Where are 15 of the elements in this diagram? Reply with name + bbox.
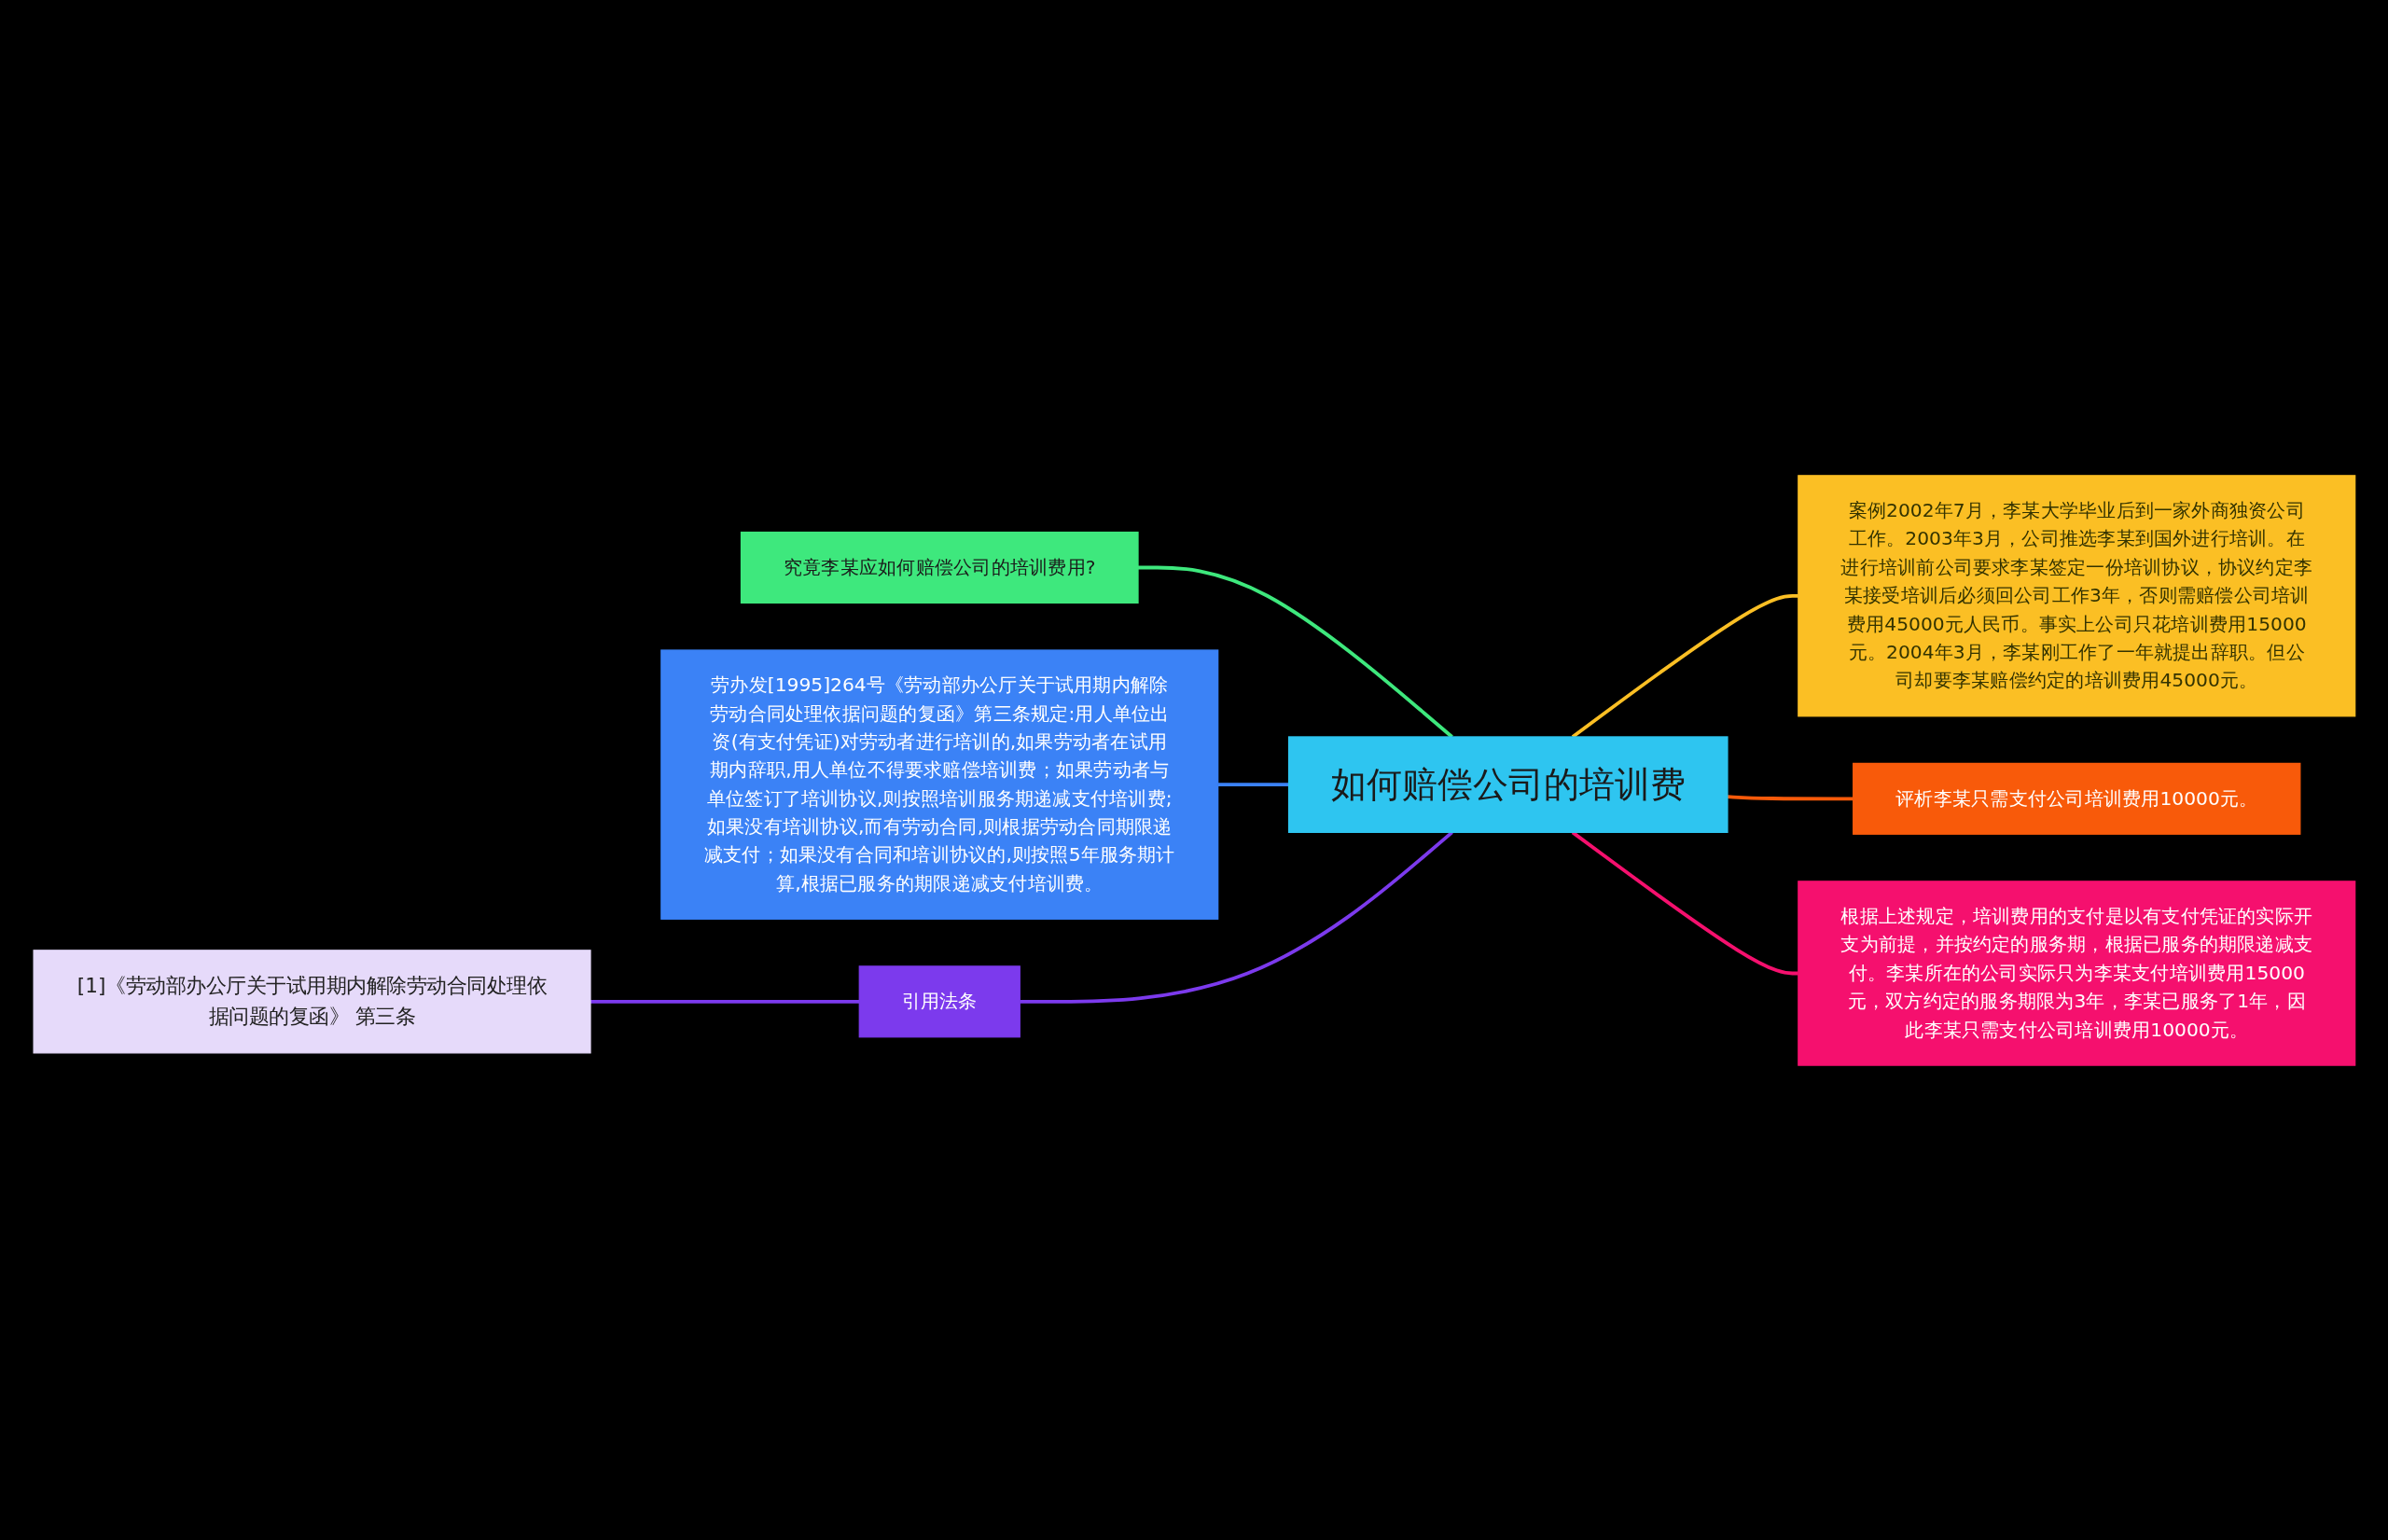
connector <box>1727 794 1853 800</box>
node-box: 如何赔偿公司的培训费 <box>1287 735 1729 833</box>
connector <box>1571 593 1798 738</box>
node-box: 评析李某只需支付公司培训费用10000元。 <box>1852 762 2301 835</box>
node-box: 引用法条 <box>858 964 1020 1037</box>
connector <box>1571 830 1798 975</box>
node-box: 究竟李某应如何赔偿公司的培训费用? <box>740 531 1139 604</box>
connector <box>1137 565 1453 738</box>
connector <box>1217 782 1289 786</box>
node-box: 劳办发[1995]264号《劳动部办公厅关于试用期内解除劳动合同处理依据问题的复函》第三条规定:用人单位出资(有支付凭证)对劳动者进行培训的,如果劳动者在试用期内辞职,用人单位不得要求赔偿培训费；如果劳动者与单位签订了培训协议,则按照培训服务期递减支付培训费;如果没有培训协议,而有劳动合同,则根据劳动合同期限递减支付；如果没有合同和培训协议的,则按照5年服务期计算,根据已服务的期限递减支付培训费。 <box>659 648 1218 920</box>
node-box: [1]《劳动部办公厅关于试用期内解除劳动合同处理依据问题的复函》 第三条 <box>33 949 591 1053</box>
node-box: 案例2002年7月，李某大学毕业后到一家外商独资公司工作。2003年3月，公司推选李某到国外进行培训。在进行培训前公司要求李某签定一份培训协议，协议约定李某接受培训后必须回公司工作3年，否则需赔偿公司培训费用45000元人民币。事实上公司只花培训费用15000元。2004年3月，李某刚工作了一年就提出辞职。但公司却要李某赔偿约定的培训费用45000元。 <box>1797 474 2355 716</box>
connector <box>590 999 859 1004</box>
node-box: 根据上述规定，培训费用的支付是以有支付凭证的实际开支为前提，并按约定的服务期，根据已服务的期限递减支付。李某所在的公司实际只为李某支付培训费用15000元，双方约定的服务期限为3年，李某已服务了1年，因此李某只需支付公司培训费用10000元。 <box>1797 880 2355 1066</box>
connector <box>1019 830 1453 1004</box>
